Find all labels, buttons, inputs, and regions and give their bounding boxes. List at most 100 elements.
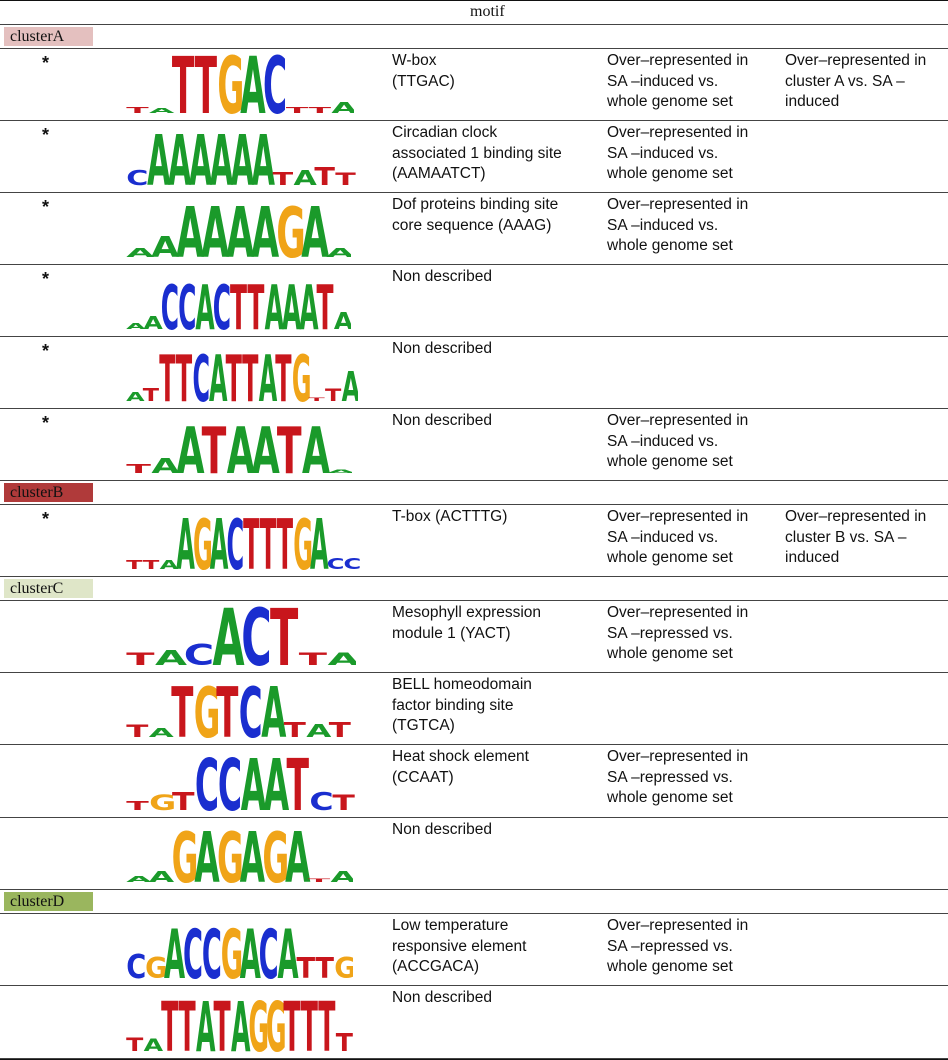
logo-letter-t: T (314, 163, 335, 191)
logo-letter-t: T (172, 787, 195, 816)
logo-letter-t: T (230, 273, 247, 335)
logo-letter-a: A (126, 390, 145, 404)
logo-letter-a: A (226, 193, 254, 263)
logo-letter-t: T (126, 557, 142, 572)
logo-letter-c: C (218, 746, 242, 816)
logo-letter-c: C (183, 916, 203, 984)
logo-letter-g: G (276, 193, 306, 263)
logo-letter-c: C (126, 167, 148, 191)
sequence-logo: AACCACTTAAATA (126, 265, 351, 335)
logo-letter-a: A (201, 193, 229, 263)
logo-letter-t: T (284, 719, 307, 742)
logo-letter-a: A (176, 415, 205, 479)
cluster-label: clusterC (4, 579, 93, 598)
logo-letter-t: T (299, 650, 328, 669)
logo-letter-t: T (275, 343, 291, 407)
sequence-logo-svg: ATTTCATTATGTTA (126, 343, 358, 407)
cluster-header-clusterc: clusterC (0, 577, 948, 601)
logo-letter-a: A (251, 193, 279, 263)
motif-row: *TATTGACTTAW-box (TTGAC)Over–represented… (0, 49, 948, 121)
logo-letter-c: C (343, 555, 360, 573)
logo-letter-a: A (327, 469, 352, 474)
sequence-logo-svg: CGACCGACATTG (126, 916, 353, 984)
cluster-header-clustera: clusterA (0, 25, 948, 49)
logo-letter-t: T (243, 506, 260, 575)
sequence-logo-svg: TACACTTA (126, 601, 356, 671)
logo-letter-a: A (278, 916, 299, 984)
logo-letter-g: G (221, 916, 243, 984)
logo-letter-a: A (259, 343, 278, 407)
significance-star: * (42, 197, 50, 217)
logo-letter-t: T (143, 557, 159, 572)
logo-letter-a: A (149, 725, 174, 740)
logo-letter-a: A (126, 874, 152, 884)
motif-description: Heat shock element (CCAAT) (392, 748, 529, 786)
logo-letter-a: A (261, 673, 286, 743)
logo-letter-c: C (178, 273, 196, 335)
over-represented-genome-note: Over–represented in SA –induced vs. whol… (607, 196, 749, 254)
logo-letter-t: T (143, 384, 160, 405)
logo-letter-a: A (149, 107, 175, 115)
logo-letter-t: T (270, 601, 299, 671)
logo-letter-a: A (240, 49, 266, 119)
motif-description: Low temperature responsive element (ACCG… (392, 917, 527, 975)
significance-star: * (42, 341, 50, 361)
sequence-logo-svg: TATTGACTTA (126, 49, 354, 119)
logo-letter-t: T (159, 343, 175, 407)
motif-row: * AAAAAAGAA Dof proteins binding site core… (0, 193, 948, 265)
logo-letter-t: T (335, 169, 356, 189)
motif-description: Mesophyll expression module 1 (YACT) (392, 604, 542, 642)
logo-letter-c: C (202, 916, 222, 984)
sequence-logo: AAGAGAGATA (126, 818, 353, 888)
cluster-label: clusterB (4, 483, 93, 502)
logo-letter-t: T (161, 989, 178, 1057)
logo-letter-a: A (164, 916, 185, 984)
logo-letter-g: G (194, 673, 221, 743)
logo-letter-c: C (192, 343, 210, 407)
logo-letter-a: A (252, 415, 281, 479)
motif-description: Dof proteins binding site core sequence … (392, 196, 559, 234)
logo-letter-t: T (176, 343, 192, 407)
logo-letter-t: T (126, 462, 151, 476)
logo-letter-a: A (155, 646, 188, 670)
motif-description: Non described (392, 340, 492, 357)
logo-letter-t: T (273, 168, 294, 189)
sequence-logo: TATTGACTTA (126, 49, 354, 119)
significance-star: * (42, 413, 50, 433)
significance-star: * (42, 53, 50, 73)
sequence-logo-svg: AAAAAAGAA (126, 193, 351, 263)
logo-letter-a: A (213, 601, 245, 671)
motif-row: * AACCACTTAAATA Non described (0, 265, 948, 337)
logo-letter-a: A (293, 167, 316, 191)
motif-description: Non described (392, 821, 492, 838)
over-represented-cluster-note: Over–represented in cluster A vs. SA – i… (785, 52, 927, 110)
logo-letter-t: T (287, 746, 310, 816)
logo-letter-t: T (126, 650, 155, 669)
logo-letter-t: T (318, 989, 335, 1057)
logo-letter-g: G (334, 951, 353, 984)
logo-letter-a: A (151, 231, 180, 263)
logo-letter-t: T (296, 951, 315, 984)
over-represented-genome-note: Over–represented in SA –repressed vs. wh… (607, 748, 749, 806)
logo-letter-t: T (309, 105, 332, 115)
header-row: motif (0, 0, 948, 25)
logo-letter-a: A (342, 363, 358, 407)
logo-letter-c: C (239, 673, 263, 743)
significance-star: * (42, 269, 50, 289)
logo-letter-t: T (171, 673, 193, 743)
logo-letter-t: T (179, 989, 196, 1057)
logo-letter-t: T (283, 989, 300, 1057)
motif-description: Non described (392, 268, 492, 285)
logo-letter-a: A (328, 650, 356, 669)
motif-description: Non described (392, 989, 492, 1006)
over-represented-genome-note: Over–represented in SA –induced vs. whol… (607, 52, 749, 110)
cluster-label: clusterA (4, 27, 93, 46)
logo-letter-g: G (292, 343, 312, 407)
logo-letter-c: C (195, 746, 219, 816)
